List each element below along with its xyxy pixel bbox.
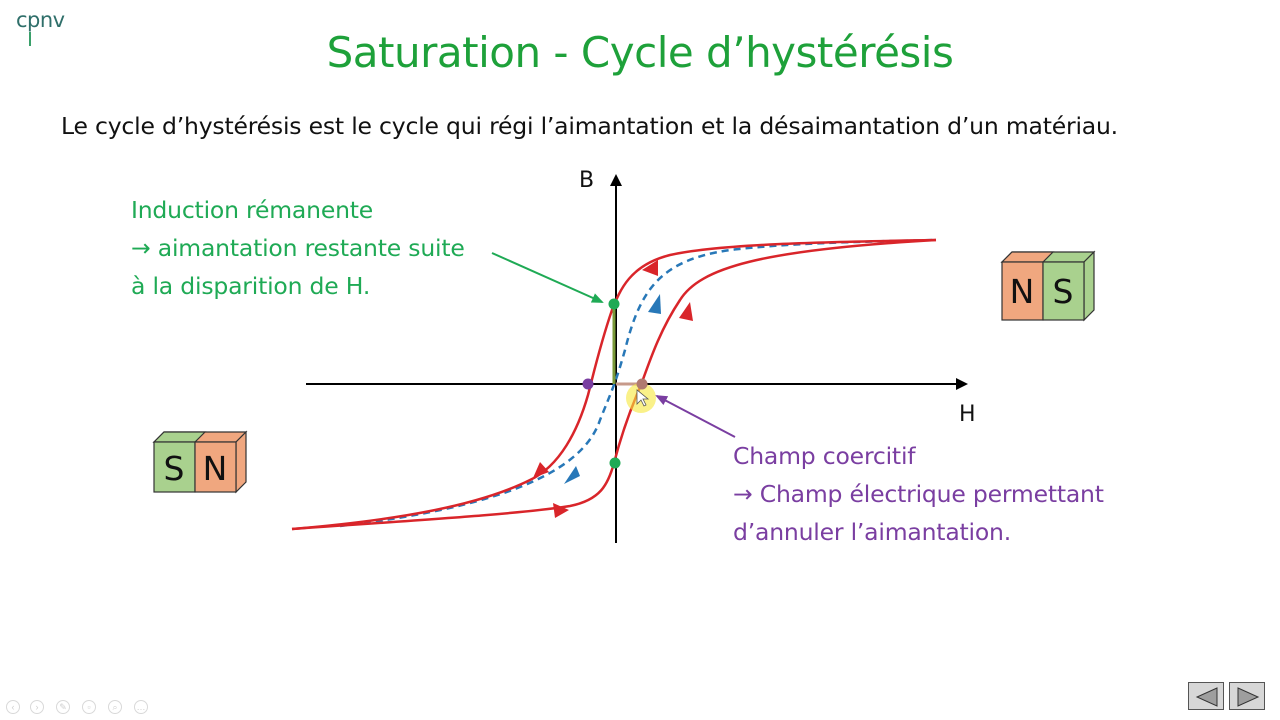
coercive-line-3: d’annuler l’aimantation. [733,518,1012,546]
red-arrow-bottom [553,503,569,518]
magnet-ns-south-label: S [1053,272,1074,311]
remanence-pointer [491,252,604,303]
magnet-ns-north-label: N [1010,272,1035,311]
next-slide-button[interactable] [1229,682,1265,710]
magnet-sn: S N [152,430,248,494]
coercive-line-1: Champ coercitif [733,442,916,470]
presenter-back-icon[interactable]: ‹ [6,700,20,714]
triangle-right-icon [1237,687,1260,707]
red-arrow-top [642,260,658,276]
logo-accent [29,32,31,46]
h-axis-label: H [959,402,976,427]
coercive-pointer [655,395,736,438]
hysteresis-ascending-branch [291,238,937,531]
slide-title: Saturation - Cycle d’hystérésis [326,28,954,77]
coercive-line-2: → Champ électrique permettant [733,480,1104,508]
magnet-sn-north-label: N [203,449,228,488]
remanence-line-1: Induction rémanente [131,196,374,224]
dashed-arrow-up [648,294,661,314]
presenter-slides-icon[interactable]: ▫ [82,700,96,714]
dashed-arrow-down [564,466,580,484]
mouse-cursor-icon [636,389,650,407]
remanence-point-bottom [609,457,621,469]
cpnv-logo: cpnv [16,8,65,32]
presenter-zoom-icon[interactable]: ⌕ [108,700,122,714]
presenter-pen-icon[interactable]: ✎ [56,700,70,714]
red-arrow-right [679,302,693,321]
remanence-point-top [608,298,620,310]
red-arrow-left [533,462,549,478]
presenter-more-icon[interactable]: … [134,700,148,714]
remanence-line-3: à la disparition de H. [131,272,371,300]
coercive-point-left [582,378,594,390]
magnet-ns: N S [1000,250,1096,322]
prev-slide-button[interactable] [1188,682,1224,710]
coercive-annotation: Champ coercitif → Champ électrique perme… [733,437,1104,551]
presenter-play-icon[interactable]: › [30,700,44,714]
remanence-line-2: → aimantation restante suite [131,234,465,262]
remanence-annotation: Induction rémanente → aimantation restan… [131,191,465,305]
magnet-sn-south-label: S [164,449,185,488]
coercive-point-right [636,378,648,390]
triangle-left-icon [1195,687,1218,707]
hysteresis-descending-branch [291,238,937,531]
slide-subtitle: Le cycle d’hystérésis est le cycle qui r… [61,112,1118,140]
b-axis-label: B [579,168,595,193]
